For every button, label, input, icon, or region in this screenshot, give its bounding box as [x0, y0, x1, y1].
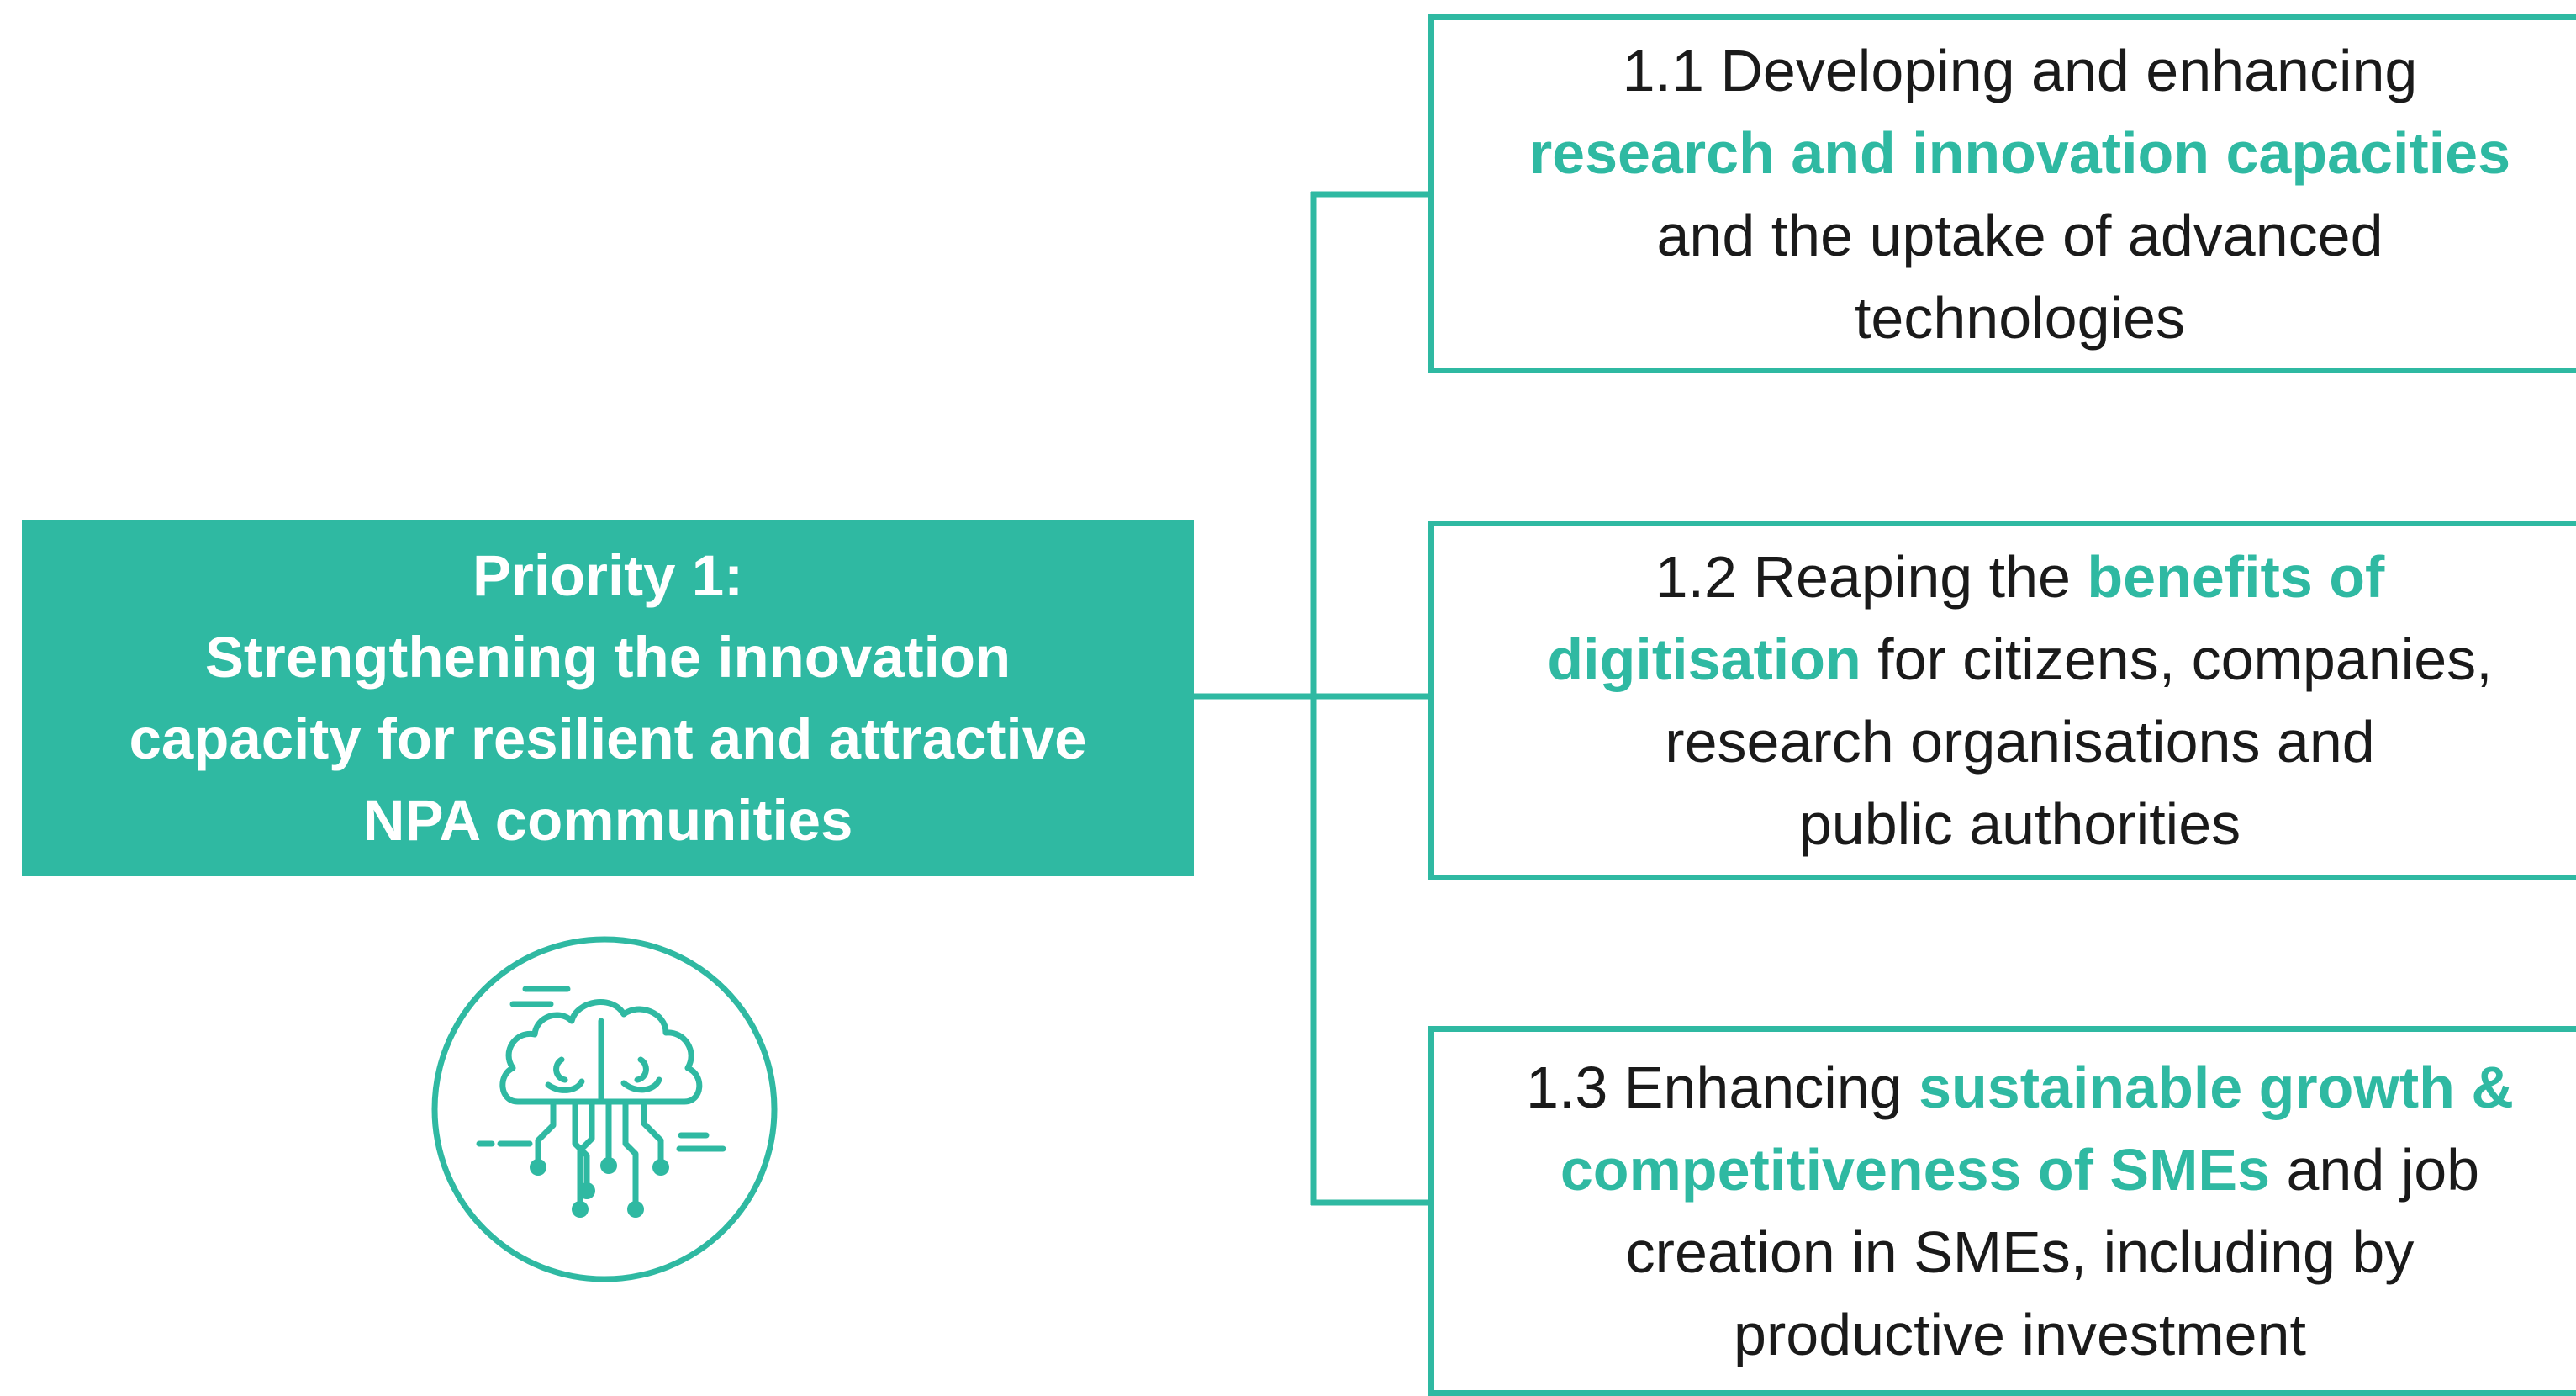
objective-highlight: benefits of	[2087, 544, 2385, 610]
objective-text-line: digitisation for citizens, companies,	[1547, 618, 2492, 701]
icon-circuit-node	[652, 1159, 669, 1176]
icon-circuit-trace	[622, 1098, 639, 1206]
icon-brain-curve	[545, 1078, 585, 1093]
icon-cloud-outline	[499, 999, 703, 1105]
cloud-brain-circuit-icon	[429, 933, 780, 1285]
objective-highlight: sustainable growth &	[1919, 1055, 2514, 1120]
objective-box-1-3: 1.3 Enhancing sustainable growth & compe…	[1428, 1026, 2576, 1396]
objective-text-line: research organisations and	[1665, 709, 2375, 775]
objective-text-line: 1.1 Developing and enhancing	[1622, 37, 2418, 103]
icon-circuit-node	[627, 1201, 644, 1218]
objective-text-line: productive investment	[1734, 1302, 2306, 1367]
icon-circuit-node	[578, 1182, 595, 1199]
objective-text: for citizens, companies,	[1861, 627, 2493, 692]
priority-box: Priority 1: Strengthening the innovation…	[22, 520, 1194, 876]
icon-brain-curve	[553, 1056, 568, 1083]
icon-circuit-node	[600, 1157, 617, 1174]
objective-box-1-2: 1.2 Reaping the benefits of digitisation…	[1428, 521, 2576, 880]
icon-circuit-trace	[577, 1098, 595, 1206]
icon-outer-circle	[431, 936, 778, 1282]
priority-description-line: Strengthening the innovation	[204, 625, 1011, 690]
objective-text-line: and the uptake of advanced	[1656, 202, 2383, 268]
objective-highlight: competitiveness of SMEs	[1560, 1137, 2271, 1203]
objective-highlight: digitisation	[1547, 627, 1861, 692]
objective-text-line: public authorities	[1798, 791, 2241, 857]
icon-circuit-node	[530, 1159, 546, 1176]
priority-description-line: NPA communities	[362, 788, 853, 853]
priority-description-line: capacity for resilient and attractive	[129, 706, 1087, 771]
objective-text: 1.2 Reaping the	[1655, 544, 2088, 610]
objective-text: and job	[2270, 1137, 2480, 1203]
objective-text-line: 1.2 Reaping the benefits of	[1655, 536, 2385, 618]
icon-brain-curve	[620, 1076, 662, 1093]
objective-text-line: competitiveness of SMEs and job	[1560, 1129, 2479, 1211]
priority-title: Priority 1:	[472, 543, 744, 608]
objective-text-line: technologies	[1854, 284, 2186, 351]
icon-circuit-trace	[535, 1098, 557, 1166]
objective-box-1-1: 1.1 Developing and enhancing research an…	[1428, 14, 2576, 373]
objective-text-line: creation in SMEs, including by	[1625, 1219, 2415, 1285]
icon-circuit-node	[572, 1201, 589, 1218]
objective-text-line: 1.3 Enhancing sustainable growth &	[1526, 1046, 2514, 1129]
objective-text: 1.3 Enhancing	[1526, 1055, 1919, 1120]
objective-highlight: research and innovation capacities	[1528, 119, 2511, 186]
icon-brain-curve	[634, 1056, 649, 1083]
icon-circuit-trace	[641, 1098, 664, 1166]
